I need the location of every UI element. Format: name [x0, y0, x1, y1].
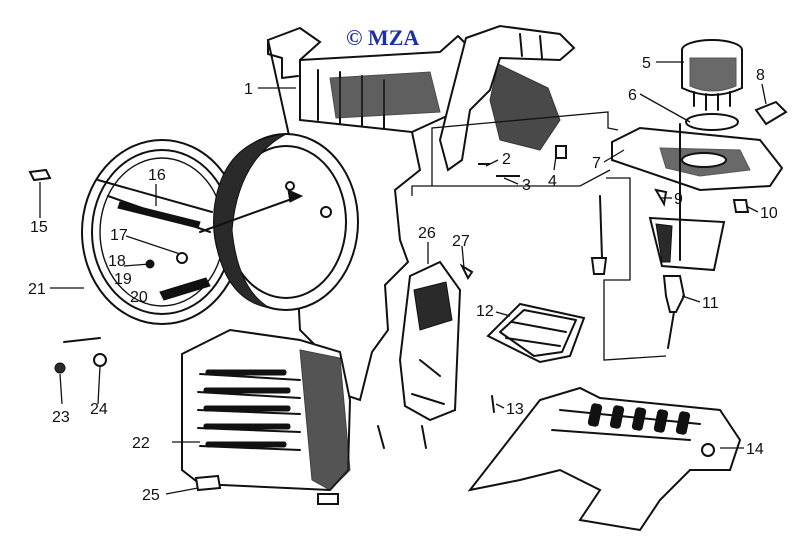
- callout-21: 21: [28, 281, 46, 298]
- callout-22: 22: [132, 435, 150, 452]
- callout-13: 13: [506, 401, 524, 418]
- callout-14: 14: [746, 441, 764, 458]
- callout-leaders: [39, 61, 767, 495]
- callout-11: 11: [702, 295, 719, 312]
- callout-8: 8: [756, 67, 765, 84]
- relay-module-part: [486, 302, 586, 364]
- callout-25: 25: [142, 487, 160, 504]
- callout-17: 17: [110, 227, 128, 244]
- callout-6: 6: [628, 87, 637, 104]
- callout-9: 9: [674, 191, 683, 208]
- reflector-bowl-part: [199, 133, 359, 311]
- copyright-text: © MZA: [346, 25, 419, 50]
- callout-7: 7: [592, 155, 601, 172]
- fairing-cover-part: [181, 328, 352, 492]
- small-hardware-parts: [28, 145, 750, 505]
- callout-5: 5: [642, 55, 651, 72]
- callout-4: 4: [548, 173, 557, 190]
- callout-27: 27: [452, 233, 470, 250]
- callout-23: 23: [52, 409, 70, 426]
- callout-2: 2: [502, 151, 511, 168]
- wire-routing-path: [411, 111, 667, 361]
- callout-16: 16: [148, 167, 166, 184]
- headlamp-lens-part: [81, 139, 243, 325]
- callout-10: 10: [760, 205, 778, 222]
- callout-18: 18: [108, 253, 126, 270]
- seal-ring-part: [685, 113, 739, 131]
- bulb-holder-part: [590, 123, 726, 349]
- speedometer-part: [681, 39, 743, 131]
- callout-20: 20: [130, 289, 148, 306]
- callout-labels: 1 2 3 4 5 6 7 8 9 10 11 12 13 14 15 16 1…: [28, 55, 778, 504]
- callout-19: 19: [114, 271, 132, 288]
- clip-part: [754, 100, 788, 126]
- callout-1: 1: [244, 81, 253, 98]
- callout-3: 3: [522, 177, 531, 194]
- callout-15: 15: [30, 219, 48, 236]
- callout-12: 12: [476, 303, 494, 320]
- lower-bracket-part: [398, 260, 462, 422]
- callout-24: 24: [90, 401, 108, 418]
- callout-26: 26: [418, 225, 436, 242]
- lower-shroud-part: [467, 386, 742, 532]
- mounting-plate-part: [611, 100, 788, 192]
